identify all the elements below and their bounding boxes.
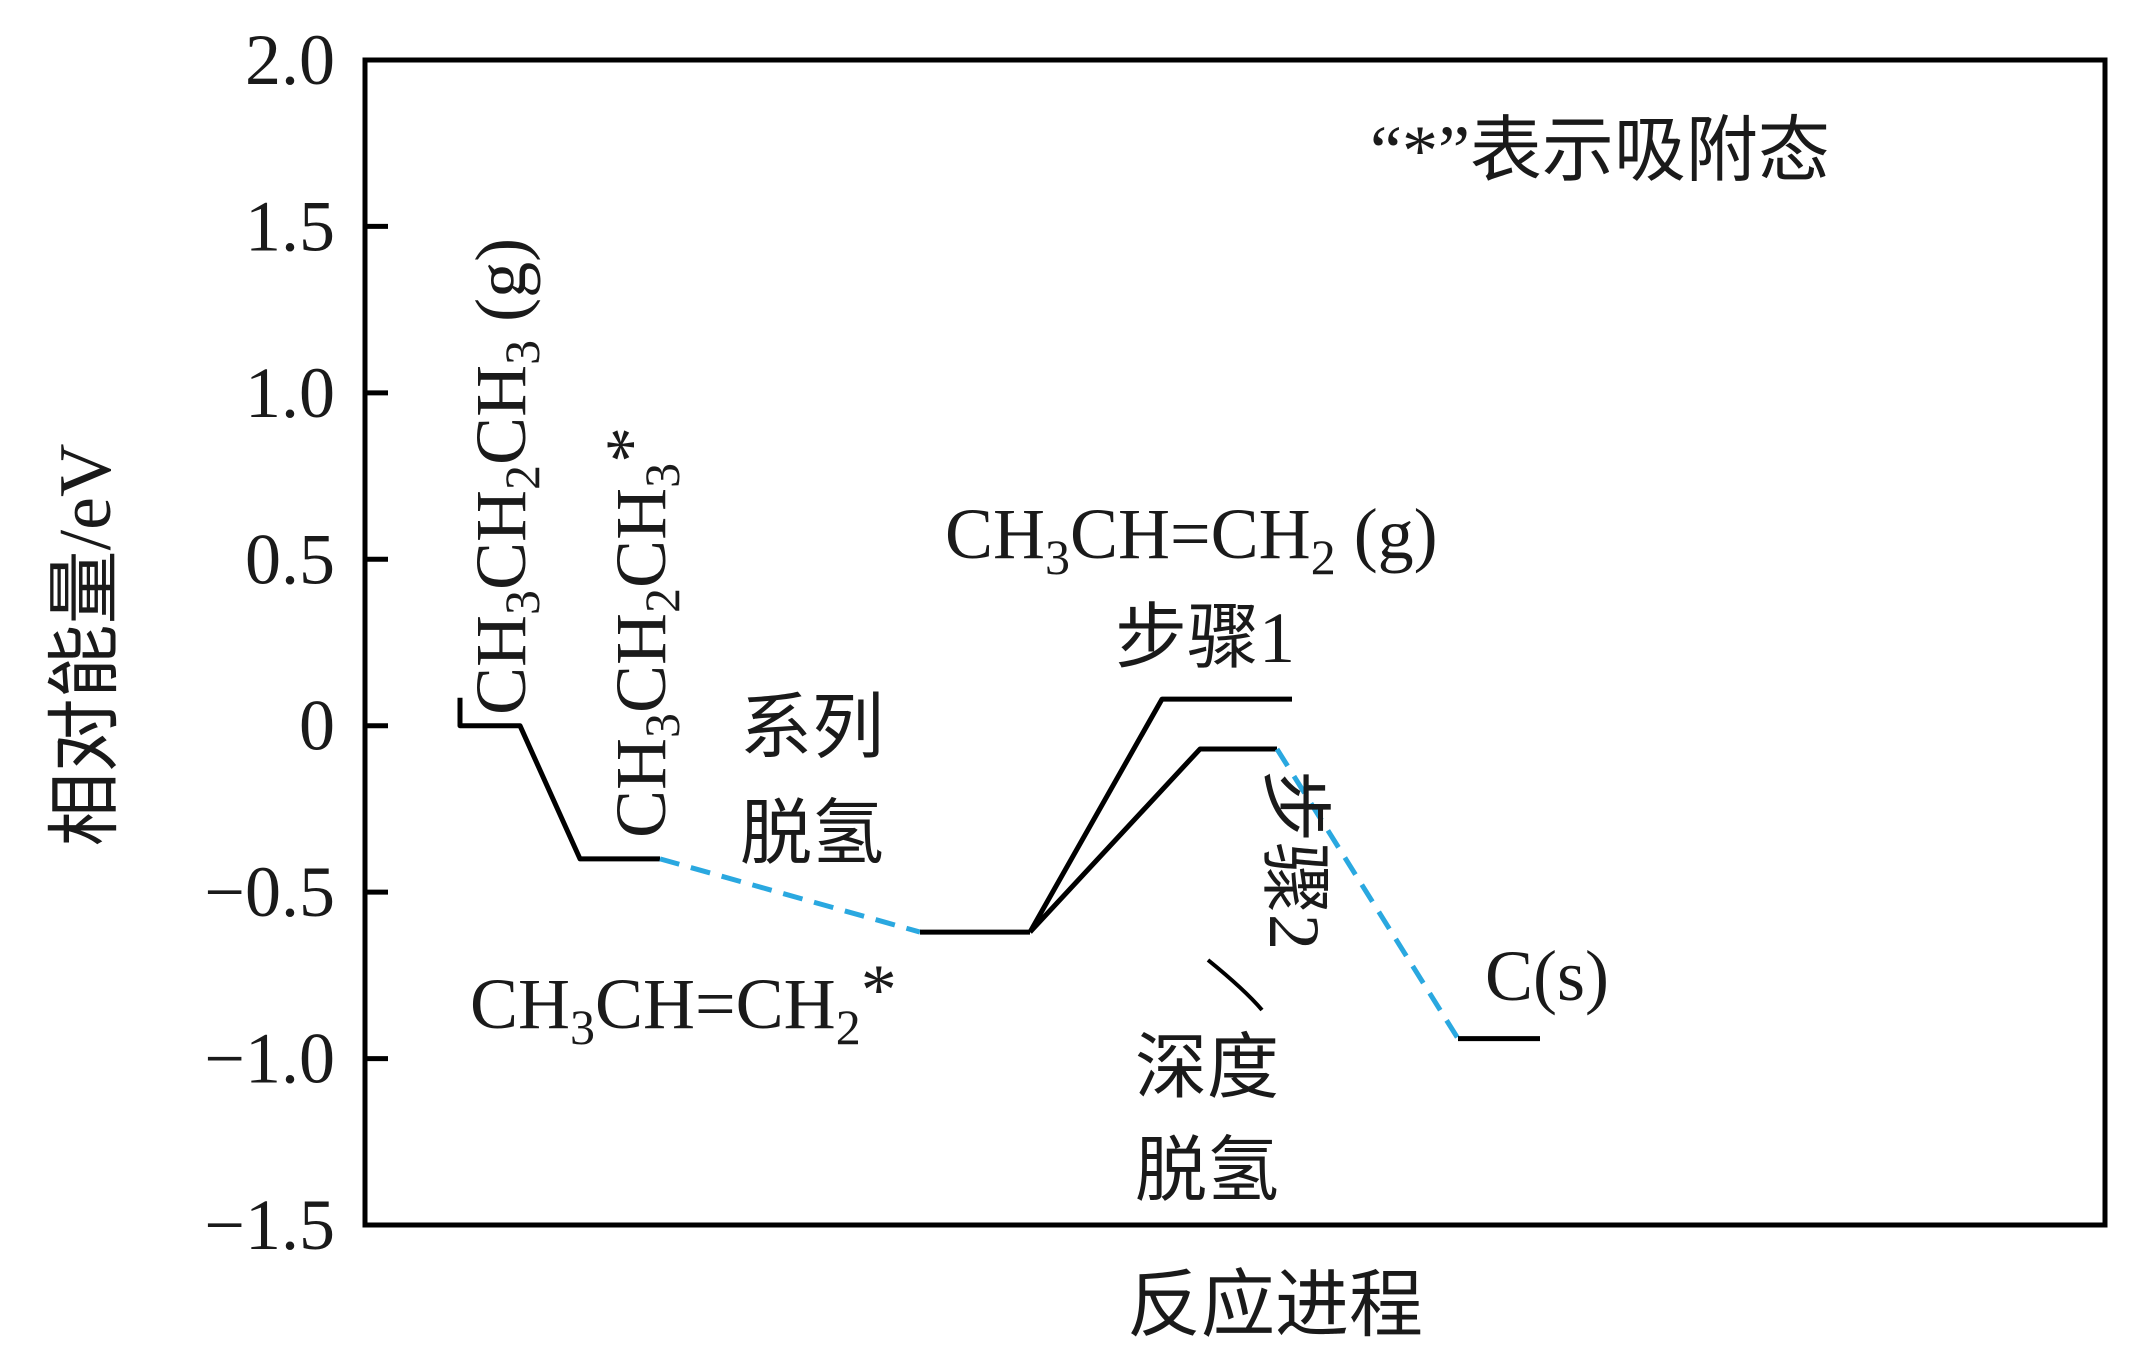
x-axis-title: 反应进程 <box>1127 1265 1423 1347</box>
energy-paths <box>457 696 1540 1042</box>
label-carbon: C(s) <box>1485 936 1609 1016</box>
label-series-dehydro-2: 脱氢 <box>740 794 884 874</box>
y-tick-label: 1.0 <box>245 353 335 433</box>
label-propene-adsorbed: CH3CH=CH2* <box>470 950 897 1055</box>
level-propane-gas <box>457 697 660 862</box>
y-axis-ticks: 2.0 1.5 1.0 0.5 0 −0.5 −1.0 −1.5 <box>204 20 388 1265</box>
path-step1 <box>1027 696 1292 934</box>
label-step2: 步骤2 <box>1254 770 1334 950</box>
path-series-dehydro <box>659 856 921 935</box>
step2-bracket <box>1206 958 1264 1012</box>
label-propene-gas: CH3CH=CH2 (g) <box>945 494 1438 585</box>
y-axis-title: 相对能量/eV <box>45 444 127 847</box>
label-deep-dehydro-2: 脱氢 <box>1135 1131 1279 1211</box>
label-series-dehydro-1: 系列 <box>740 688 884 768</box>
label-propane-gas: CH3CH2CH3 (g) <box>461 238 550 715</box>
y-tick-label: −1.5 <box>204 1185 335 1265</box>
path-step2 <box>1028 746 1277 934</box>
path-deep-dehydro <box>1274 747 1461 1040</box>
adsorption-note: “*”表示吸附态 <box>1370 111 1830 191</box>
label-deep-dehydro-1: 深度 <box>1135 1028 1279 1108</box>
plot-frame <box>362 57 2108 1228</box>
label-propane-adsorbed: CH3CH2CH3* <box>591 427 690 838</box>
y-tick-label: 0.5 <box>245 519 335 599</box>
y-tick-label: −0.5 <box>204 852 335 932</box>
label-step1: 步骤1 <box>1115 598 1295 678</box>
y-tick-label: −1.0 <box>204 1019 335 1099</box>
y-tick-label: 0 <box>299 686 335 766</box>
y-tick-label: 2.0 <box>245 20 335 100</box>
y-tick-label: 1.5 <box>245 186 335 266</box>
